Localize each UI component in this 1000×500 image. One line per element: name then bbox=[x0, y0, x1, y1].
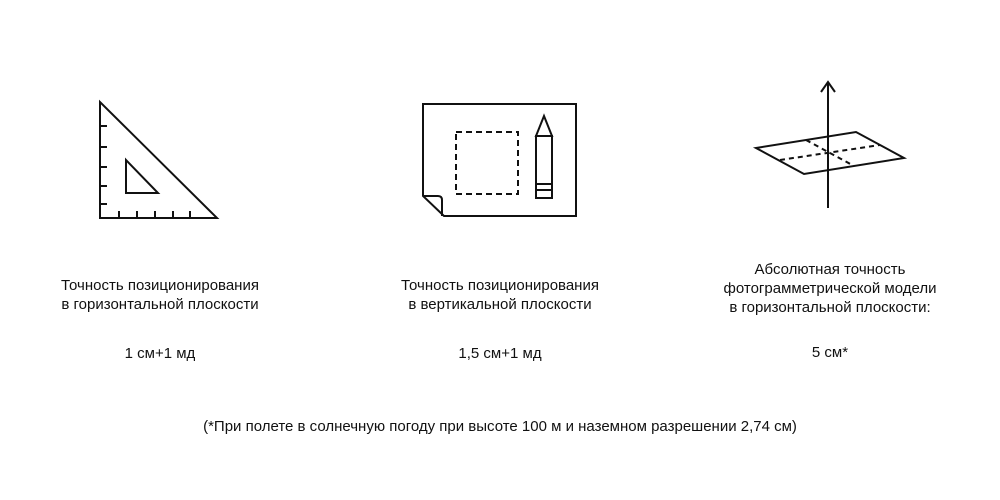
spec-label-line: фотограмметрической модели bbox=[723, 280, 937, 297]
spec-label-line: в горизонтальной плоскости: bbox=[729, 299, 931, 316]
drawing-paper-pencil-icon bbox=[418, 100, 580, 222]
spec-label-line: Точность позиционирования bbox=[401, 277, 599, 294]
spec-label-line: Абсолютная точность bbox=[754, 261, 906, 278]
spec-label-line: в горизонтальной плоскости bbox=[61, 296, 259, 313]
spec-absolute-accuracy: Абсолютная точность фотограмметрической … bbox=[690, 260, 970, 362]
spec-label-line: Точность позиционирования bbox=[61, 277, 259, 294]
spec-value: 1,5 см+1 мд bbox=[458, 345, 542, 362]
footnote: (*При полете в солнечную погоду при высо… bbox=[203, 418, 797, 435]
spec-value: 5 см* bbox=[811, 344, 849, 361]
plane-axis-icon bbox=[750, 78, 910, 212]
set-square-ruler-icon bbox=[95, 98, 221, 222]
spec-horizontal-positioning: Точность позиционирования в горизонтальн… bbox=[20, 276, 300, 363]
spec-value: 1 см+1 мд bbox=[124, 345, 196, 362]
spec-vertical-positioning: Точность позиционирования в вертикальной… bbox=[360, 276, 640, 363]
spec-label-line: в вертикальной плоскости bbox=[408, 296, 592, 313]
